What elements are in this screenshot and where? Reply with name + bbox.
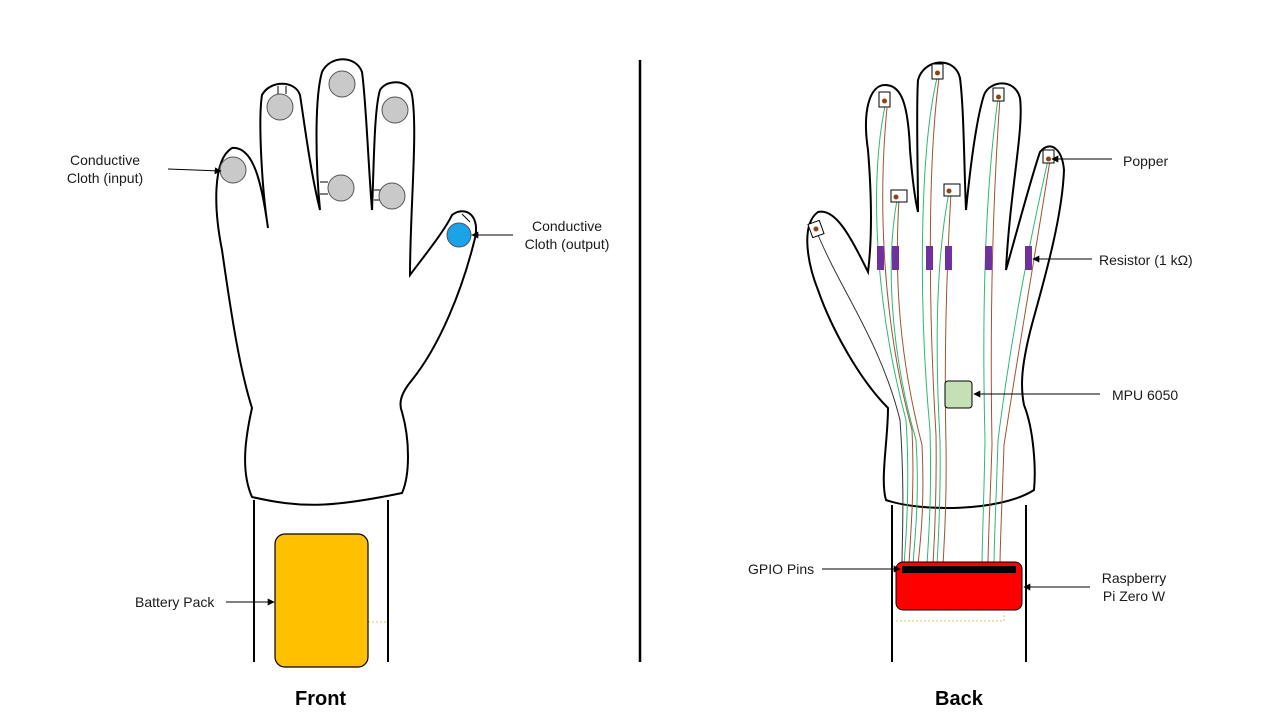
- popper-dot: [1046, 156, 1051, 162]
- popper-dot: [813, 226, 819, 232]
- front-hand-outline: [215, 58, 477, 506]
- wire-green-2: [890, 199, 918, 566]
- battery-pack: [274, 533, 369, 668]
- wire-green-4: [936, 191, 950, 566]
- wire-black-thumb: [815, 229, 904, 566]
- popper-ring-base: [890, 189, 908, 203]
- label-resistor: Resistor (1 kΩ): [1099, 252, 1193, 268]
- label-mpu: MPU 6050: [1112, 387, 1179, 403]
- front-glove: [167, 58, 513, 668]
- input-pad-middle-base: [327, 174, 355, 202]
- label-popper: Popper: [1123, 153, 1169, 169]
- back-glove: [806, 61, 1112, 662]
- label-gpio: GPIO Pins: [748, 561, 815, 577]
- back-hand-outline: [806, 61, 1066, 509]
- resistors: [877, 246, 1032, 270]
- resistor: [877, 246, 884, 270]
- wire-brown-3: [929, 77, 940, 566]
- label-battery-pack: Battery Pack: [135, 594, 215, 610]
- wire-green-6: [993, 159, 1049, 566]
- resistor: [945, 246, 952, 270]
- arrow-conductive-input: [167, 167, 222, 175]
- caption-front: Front: [295, 688, 347, 710]
- connector-7: [461, 213, 471, 223]
- label-conductive-input: Conductive Cloth (input): [66, 152, 144, 186]
- wire-green-3: [921, 77, 938, 566]
- mpu-6050-module: [944, 380, 973, 409]
- label-conductive-output: Conductive Cloth (output): [524, 218, 610, 252]
- input-pad-index-base: [378, 182, 406, 210]
- popper-dot: [996, 94, 1001, 100]
- output-pad-thumb: [446, 222, 472, 248]
- wire-brown-6: [999, 159, 1051, 566]
- popper-dot: [893, 194, 899, 200]
- input-pad-pinky: [219, 156, 247, 184]
- input-pad-ring: [266, 93, 294, 121]
- raspberry-pi-board: [895, 561, 1023, 611]
- wire-green-5: [981, 97, 999, 566]
- wire-brown-1: [882, 107, 914, 566]
- popper-middle-base: [943, 183, 961, 197]
- wire-brown-5: [987, 97, 1001, 566]
- input-pad-middle-tip: [328, 70, 356, 98]
- popper-dot: [946, 188, 952, 194]
- resistor: [892, 246, 899, 270]
- wire-green-1: [876, 105, 909, 566]
- resistor: [926, 246, 933, 270]
- back-dotted-trace: [896, 612, 1005, 622]
- gpio-header: [902, 566, 1016, 573]
- label-raspberry: Raspberry Pi Zero W: [1101, 570, 1167, 604]
- poppers: [807, 63, 1055, 239]
- input-pad-index-tip: [381, 96, 409, 124]
- resistor: [985, 246, 992, 270]
- popper-dot: [882, 98, 887, 104]
- caption-back: Back: [935, 688, 983, 710]
- resistor: [1025, 246, 1032, 270]
- popper-dot: [935, 70, 940, 76]
